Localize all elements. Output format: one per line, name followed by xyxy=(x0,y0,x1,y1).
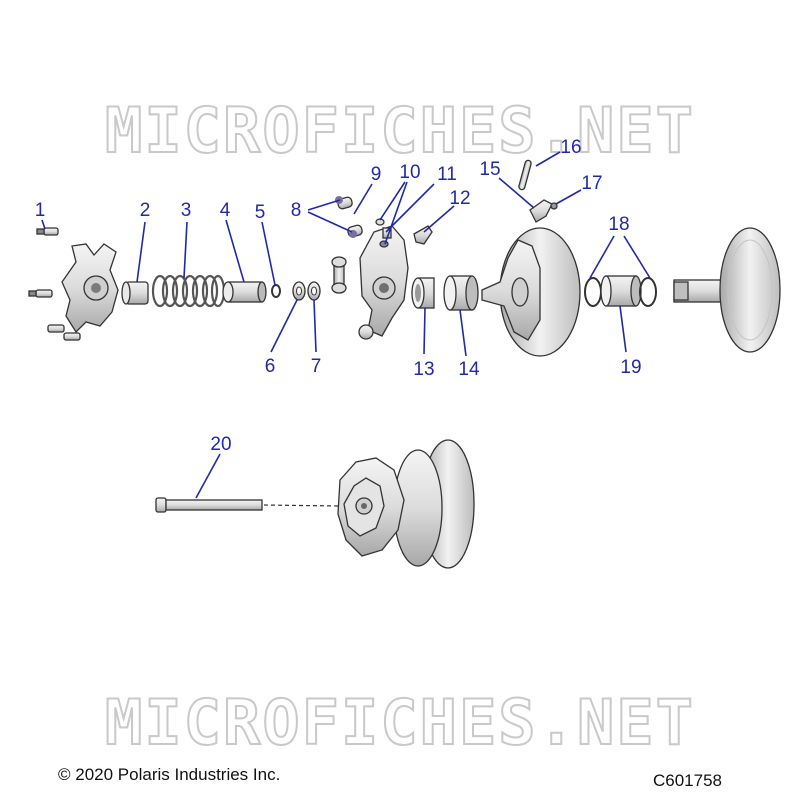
part-2-bushing xyxy=(121,281,149,305)
part-19-bushing xyxy=(600,275,642,307)
callout-7: 7 xyxy=(311,356,322,377)
part-18-ring-right xyxy=(639,277,657,307)
callout-11: 11 xyxy=(437,164,457,185)
callout-8: 8 xyxy=(291,200,302,221)
spider-hub xyxy=(61,243,119,334)
part-15-weight xyxy=(529,199,553,223)
part-5-ring xyxy=(271,284,281,298)
part-6-washer xyxy=(292,281,306,301)
callout-14: 14 xyxy=(458,359,480,380)
callouts: 1 2 3 4 5 6 7 8 9 10 11 12 13 14 15 16 1… xyxy=(35,137,642,455)
callout-9: 9 xyxy=(371,164,382,185)
part-17-nut xyxy=(550,202,558,210)
callout-3: 3 xyxy=(181,200,192,221)
part-14-bushing xyxy=(443,275,479,311)
roller-axle xyxy=(331,256,347,294)
copyright-text: © 2020 Polaris Industries Inc. xyxy=(58,765,280,784)
watermark-bottom: MICROFICHES.NET xyxy=(105,686,695,759)
callout-15: 15 xyxy=(479,159,500,180)
callout-20: 20 xyxy=(210,434,231,455)
callout-13: 13 xyxy=(413,359,434,380)
part-20-bolt xyxy=(155,497,339,513)
callout-12: 12 xyxy=(449,188,470,209)
part-8-weights xyxy=(335,196,363,238)
part-7-washer xyxy=(307,281,321,301)
callout-17: 17 xyxy=(581,173,602,194)
leader-lines xyxy=(41,151,651,499)
callout-2: 2 xyxy=(140,200,151,221)
callout-10: 10 xyxy=(399,162,420,183)
callout-19: 19 xyxy=(620,357,641,378)
callout-5: 5 xyxy=(255,202,266,223)
assembled-clutch xyxy=(337,439,475,569)
part-16-pin xyxy=(518,159,532,191)
fixed-sheave xyxy=(673,227,781,353)
moveable-spider xyxy=(358,225,409,340)
part-1-bolts xyxy=(28,227,81,341)
part-18-ring-left xyxy=(584,277,602,307)
callout-6: 6 xyxy=(265,356,276,377)
callout-18: 18 xyxy=(608,214,629,235)
part-4-sleeve xyxy=(222,281,267,303)
callout-1: 1 xyxy=(35,200,46,221)
moveable-sheave xyxy=(481,227,581,357)
watermark-top: MICROFICHES.NET xyxy=(105,94,695,167)
diagram-code: C601758 xyxy=(653,771,722,790)
part-12-bracket xyxy=(413,225,433,245)
callout-16: 16 xyxy=(560,137,581,158)
part-3-spring xyxy=(151,274,226,308)
callout-4: 4 xyxy=(220,200,231,221)
part-13-bearing xyxy=(411,277,435,309)
